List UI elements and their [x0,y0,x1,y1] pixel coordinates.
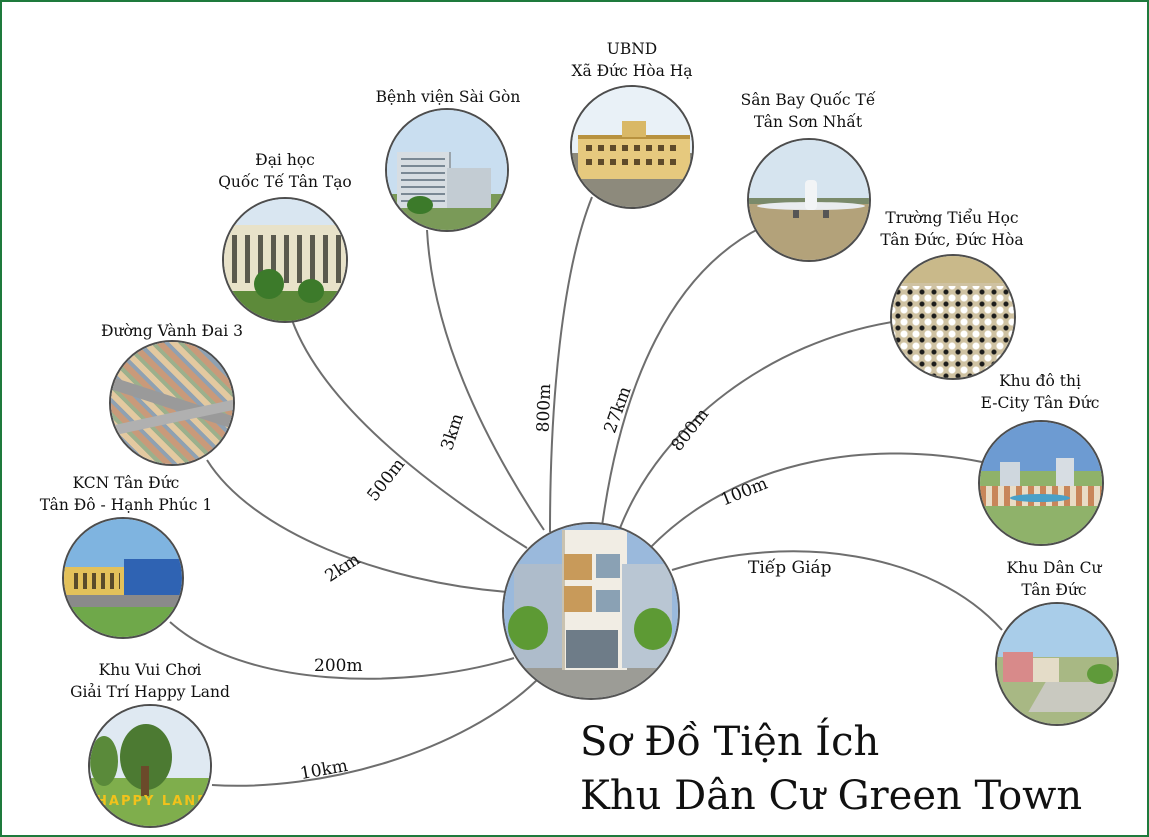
link-san-bay [601,226,763,527]
diagram-title-line2: Khu Dân Cư Green Town [580,773,1083,819]
happy-land-sign: HAPPY LAND [96,794,210,809]
label-vanh-dai: Đường Vành Đai 3 [100,322,244,340]
label-khu-dan-cu: Khu Dân Cư Tân Đức [1006,559,1102,599]
link-ecity [647,452,983,551]
label-ecity: Khu đô thị E-City Tân Đức [980,372,1100,412]
distance-ubnd: 800m [533,383,556,433]
photo-san-bay [747,138,871,262]
diagram-title-line1: Sơ Đồ Tiện Ích [580,719,880,765]
label-san-bay: Sân Bay Quốc Tế Tân Sơn Nhất [740,91,876,131]
link-khu-dan-cu [671,550,1003,631]
label-kcn: KCN Tân Đức Tân Đô - Hạnh Phúc 1 [39,474,213,514]
link-kcn [169,621,515,680]
link-ubnd [549,196,593,533]
photo-happy-land: HAPPY LAND [88,704,212,828]
photo-ecity [978,420,1104,546]
label-ubnd: UBND Xã Đức Hòa Hạ [571,40,693,80]
label-dai-hoc: Đại học Quốc Tế Tân Tạo [218,151,352,191]
photo-truong [890,254,1016,380]
photo-green-town-center [502,522,680,700]
link-benh-vien [426,229,545,531]
link-dai-hoc [291,319,528,549]
photo-benh-vien [385,108,509,232]
photo-dai-hoc [222,197,348,323]
link-happy-land [211,679,538,787]
photo-khu-dan-cu [995,602,1119,726]
link-truong [619,321,893,529]
link-vanh-dai [206,459,508,593]
label-benh-vien: Bệnh viện Sài Gòn [375,88,521,106]
photo-kcn [62,517,184,639]
distance-kcn: 200m [314,656,363,676]
label-happy-land: Khu Vui Chơi Giải Trí Happy Land [70,661,230,701]
photo-vanh-dai [109,340,235,466]
photo-ubnd [570,85,694,209]
label-truong: Trường Tiểu Học Tân Đức, Đức Hòa [880,209,1024,249]
distance-khu-dan-cu: Tiếp Giáp [748,558,832,578]
